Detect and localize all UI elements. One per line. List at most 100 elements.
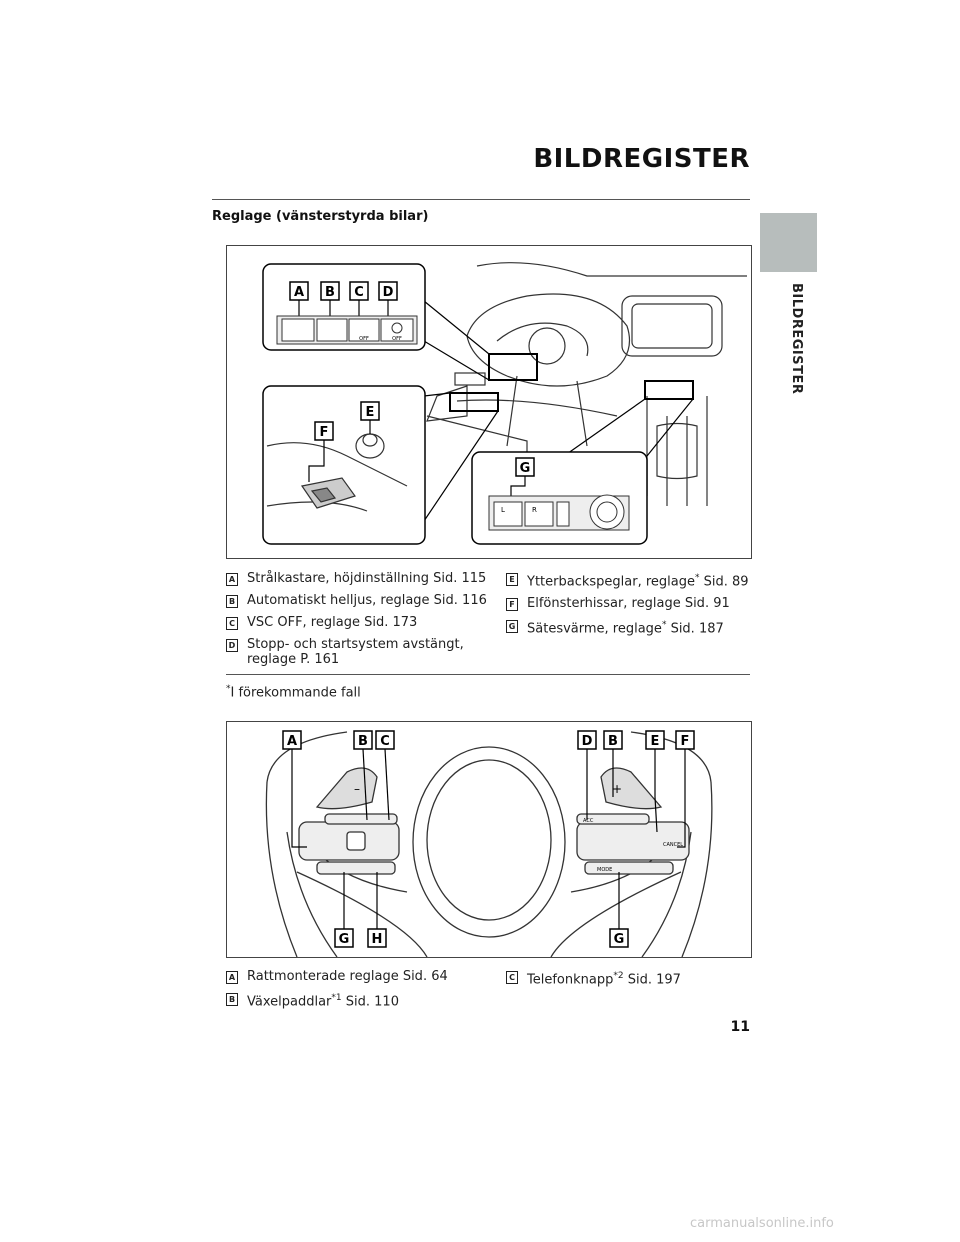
caption-ref: Sid. 197 [623, 972, 681, 988]
callout-f: F [675, 730, 695, 750]
svg-text:D: D [383, 285, 394, 300]
caption-item: B Automatiskt helljus, reglage Sid. 116 [226, 593, 488, 608]
caption-item: A Rattmonterade reglage Sid. 64 [226, 969, 488, 984]
footnote-mark: * [694, 573, 700, 583]
svg-text:E: E [651, 734, 660, 749]
caption-text: Automatiskt helljus, reglage Sid. 116 [247, 593, 487, 608]
callout-d: D [577, 730, 597, 750]
cancel-label: CANCEL [663, 842, 683, 848]
caption-item: D Stopp- och startsystem avstängt, regla… [226, 637, 488, 667]
steering-wheel-figure: – + MODE CANCEL ACC A B C [226, 721, 752, 958]
captions-figure2-right: C Telefonknapp*2 Sid. 197 [506, 969, 750, 994]
watermark: carmanualsonline.info [690, 1216, 834, 1231]
seat-left-label: L [501, 506, 505, 514]
callout-b: B [320, 281, 340, 301]
caption-item: G Sätesvärme, reglage* Sid. 187 [506, 618, 750, 637]
caption-item: C VSC OFF, reglage Sid. 173 [226, 615, 488, 630]
section-heading: Reglage (vänsterstyrda bilar) [212, 209, 429, 224]
svg-text:G: G [520, 461, 531, 476]
caption-key: C [506, 971, 518, 984]
auto-off-label: OFF [392, 336, 402, 342]
callout-b: B [353, 730, 373, 750]
caption-text: Sätesvärme, reglage [527, 621, 662, 637]
paddle-plus-label: + [612, 782, 622, 796]
side-tab [760, 213, 817, 272]
caption-ref: Sid. 110 [341, 994, 399, 1010]
footnote-mark: * [226, 684, 231, 694]
caption-key: G [506, 620, 518, 634]
caption-text: Växelpaddlar [247, 994, 332, 1010]
caption-rule [226, 674, 750, 675]
caption-key: B [226, 595, 238, 608]
svg-text:F: F [681, 734, 690, 749]
svg-text:A: A [287, 734, 297, 749]
inset-e-f [262, 385, 426, 545]
svg-text:D: D [582, 734, 593, 749]
footnote-mark: *2 [613, 971, 624, 981]
svg-text:C: C [380, 734, 390, 749]
callout-c: C [349, 281, 369, 301]
caption-key: D [226, 639, 238, 652]
callout-f: F [314, 421, 334, 441]
svg-text:C: C [354, 285, 364, 300]
caption-key: C [226, 617, 238, 630]
footnote-text: I förekommande fall [230, 685, 361, 701]
captions-figure1-left: A Strålkastare, höjdinställning Sid. 115… [226, 571, 488, 674]
caption-key: B [226, 993, 238, 1006]
seat-right-label: R [532, 506, 537, 514]
callout-e: E [645, 730, 665, 750]
svg-text:F: F [320, 425, 329, 440]
dashboard-controls-figure: A B C D OFF OFF [226, 245, 752, 559]
callout-e: E [360, 401, 380, 421]
caption-item: F Elfönsterhissar, reglage Sid. 91 [506, 596, 750, 612]
callout-c: C [375, 730, 395, 750]
svg-text:B: B [608, 734, 618, 749]
caption-text: Ytterbackspeglar, reglage [527, 574, 695, 590]
callout-a: A [289, 281, 309, 301]
header-rule [212, 199, 750, 200]
caption-text: Strålkastare, höjdinställning Sid. 115 [247, 571, 487, 586]
caption-text: Telefonknapp [527, 972, 614, 988]
caption-item: C Telefonknapp*2 Sid. 197 [506, 969, 750, 987]
svg-text:E: E [366, 405, 375, 420]
caption-text: Rattmonterade reglage Sid. 64 [247, 969, 448, 984]
page-title: BILDREGISTER [533, 144, 750, 174]
side-tab-label: BILDREGISTER [789, 283, 804, 395]
callout-d: D [378, 281, 398, 301]
caption-key: A [226, 573, 238, 586]
callout-g: G [334, 928, 354, 948]
caption-item: E Ytterbackspeglar, reglage* Sid. 89 [506, 571, 750, 589]
captions-figure2-left: A Rattmonterade reglage Sid. 64 B Växelp… [226, 969, 488, 1016]
caption-ref: Sid. 89 [699, 574, 749, 590]
dashboard-illustration: A B C D OFF OFF [262, 262, 747, 545]
callout-a: A [282, 730, 302, 750]
svg-text:A: A [294, 285, 304, 300]
caption-key: F [506, 598, 518, 612]
mode-label: MODE [597, 867, 612, 873]
footnote-mark: *1 [331, 993, 342, 1003]
callout-b-right: B [603, 730, 623, 750]
svg-text:B: B [358, 734, 368, 749]
svg-text:G: G [339, 932, 350, 947]
steering-wheel-illustration: – + MODE CANCEL ACC A B C [265, 730, 713, 957]
caption-item: B Växelpaddlar*1 Sid. 110 [226, 991, 488, 1009]
callout-g-right: G [609, 928, 629, 948]
caption-key: A [226, 971, 238, 984]
svg-text:B: B [325, 285, 335, 300]
caption-item: A Strålkastare, höjdinställning Sid. 115 [226, 571, 488, 586]
caption-text: VSC OFF, reglage Sid. 173 [247, 615, 418, 630]
captions-figure1-right: E Ytterbackspeglar, reglage* Sid. 89 F E… [506, 571, 750, 644]
caption-key: E [506, 573, 518, 586]
svg-text:G: G [614, 932, 625, 947]
caption-ref: Sid. 187 [666, 621, 724, 637]
caption-text: Elfönsterhissar, reglage Sid. 91 [527, 596, 730, 612]
page-number: 11 [730, 1019, 750, 1035]
vsc-off-label: OFF [359, 336, 369, 342]
svg-text:H: H [372, 932, 383, 947]
callout-g: G [515, 457, 535, 477]
callout-h: H [367, 928, 387, 948]
footnote: *I förekommande fall [226, 684, 361, 700]
caption-text: Stopp- och startsystem avstängt, reglage… [247, 637, 464, 667]
footnote-mark: * [661, 620, 667, 631]
paddle-minus-label: – [354, 782, 360, 796]
